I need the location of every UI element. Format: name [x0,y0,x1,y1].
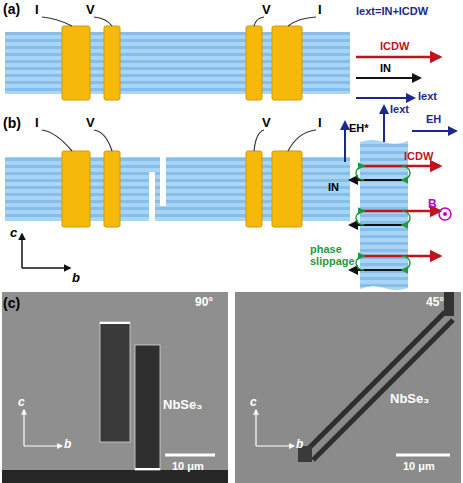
contact-label: V [86,3,95,17]
current-label: IN [380,63,391,75]
axis-label: b [64,438,71,451]
wire [42,130,72,151]
normal-current-arrow [350,224,404,226]
cdw-current-arrow [356,56,440,59]
wire [42,17,72,26]
contact-label: V [86,116,95,130]
current-contact [272,151,302,227]
phase-slip-arrow [402,166,410,180]
hall-field-arrow [344,122,346,162]
material-label: NbSe₃ [390,392,429,406]
axis-arrow [255,410,256,446]
scale-label: 10 μm [172,461,204,473]
current-contact [62,26,90,100]
contact-label: I [35,116,39,130]
current-contact [62,151,90,227]
field-label: B [428,198,437,211]
external-current-arrow [383,106,385,142]
field-label: EH [426,114,441,126]
sem-image [235,292,461,483]
sample-trench [100,322,130,442]
normal-current-arrow [356,77,420,79]
current-label: IN [328,182,339,194]
axis-arrow [23,410,24,446]
axis-label: c [18,396,25,409]
wire [254,130,264,151]
external-current-arrow [356,97,414,99]
normal-current-arrow [350,269,404,271]
axis-arrow [24,445,62,446]
phase-slip-arrow [356,211,364,225]
axis-label: b [72,271,80,285]
current-label: Iext [390,104,409,116]
phase-slip-arrow [356,166,364,180]
axis-label: c [10,226,17,240]
axis-label: b [296,438,303,451]
phase-slip-arrow [402,211,410,225]
current-equation: Iext=IN+ICDW [356,6,428,18]
contact-label: I [35,3,39,17]
panel-label: (b) [3,116,21,131]
wire [94,130,112,151]
angle-label: 90° [195,296,213,309]
current-label: Iext [418,91,437,103]
normal-current-arrow [350,179,404,181]
contact-label: I [318,116,322,130]
voltage-contact [246,151,262,227]
voltage-contact [104,26,120,100]
scale-bar [165,454,215,457]
voltage-contact [104,151,120,227]
wire [288,17,316,26]
trench-end [444,292,454,316]
hall-field-arrow [412,130,456,132]
sample-trench [135,345,160,470]
panel-label: (a) [3,2,20,17]
cdw-sample-section [360,140,408,290]
sample-trench [305,312,445,452]
voltage-contact [246,26,262,100]
contact-label: V [262,116,271,130]
current-label: ICDW [380,41,409,53]
contact-label: V [262,3,271,17]
current-label: ICDW [404,151,433,163]
field-label: EH* [349,123,369,135]
scale-label: 10 μm [403,461,435,473]
current-contact [272,26,302,100]
phase-slip-arrow [356,256,364,270]
cdw-current-arrow [362,255,440,258]
axis-arrow [256,445,294,446]
wire [94,17,112,26]
field-symbol [439,208,451,220]
axis-arrow [22,267,70,269]
wire [254,17,264,26]
field-symbol-dot [443,212,447,216]
scale-bar [396,454,450,457]
slit [160,154,166,206]
angle-label: 45° [426,296,444,309]
slit [149,172,155,224]
material-label: NbSe₃ [163,398,202,412]
phase-slip-arrow [402,256,410,270]
contact-label: I [318,3,322,17]
trench-edge [100,322,130,324]
sample-trench [313,320,453,460]
panel-label: (c) [3,296,20,311]
cdw-current-arrow [362,165,440,168]
sem-image [2,292,228,483]
axis-arrow [21,234,23,268]
trench-edge [135,468,160,470]
axis-label: c [250,396,257,409]
phase-slip-label: phase slippage [310,244,358,267]
wire [288,130,316,151]
